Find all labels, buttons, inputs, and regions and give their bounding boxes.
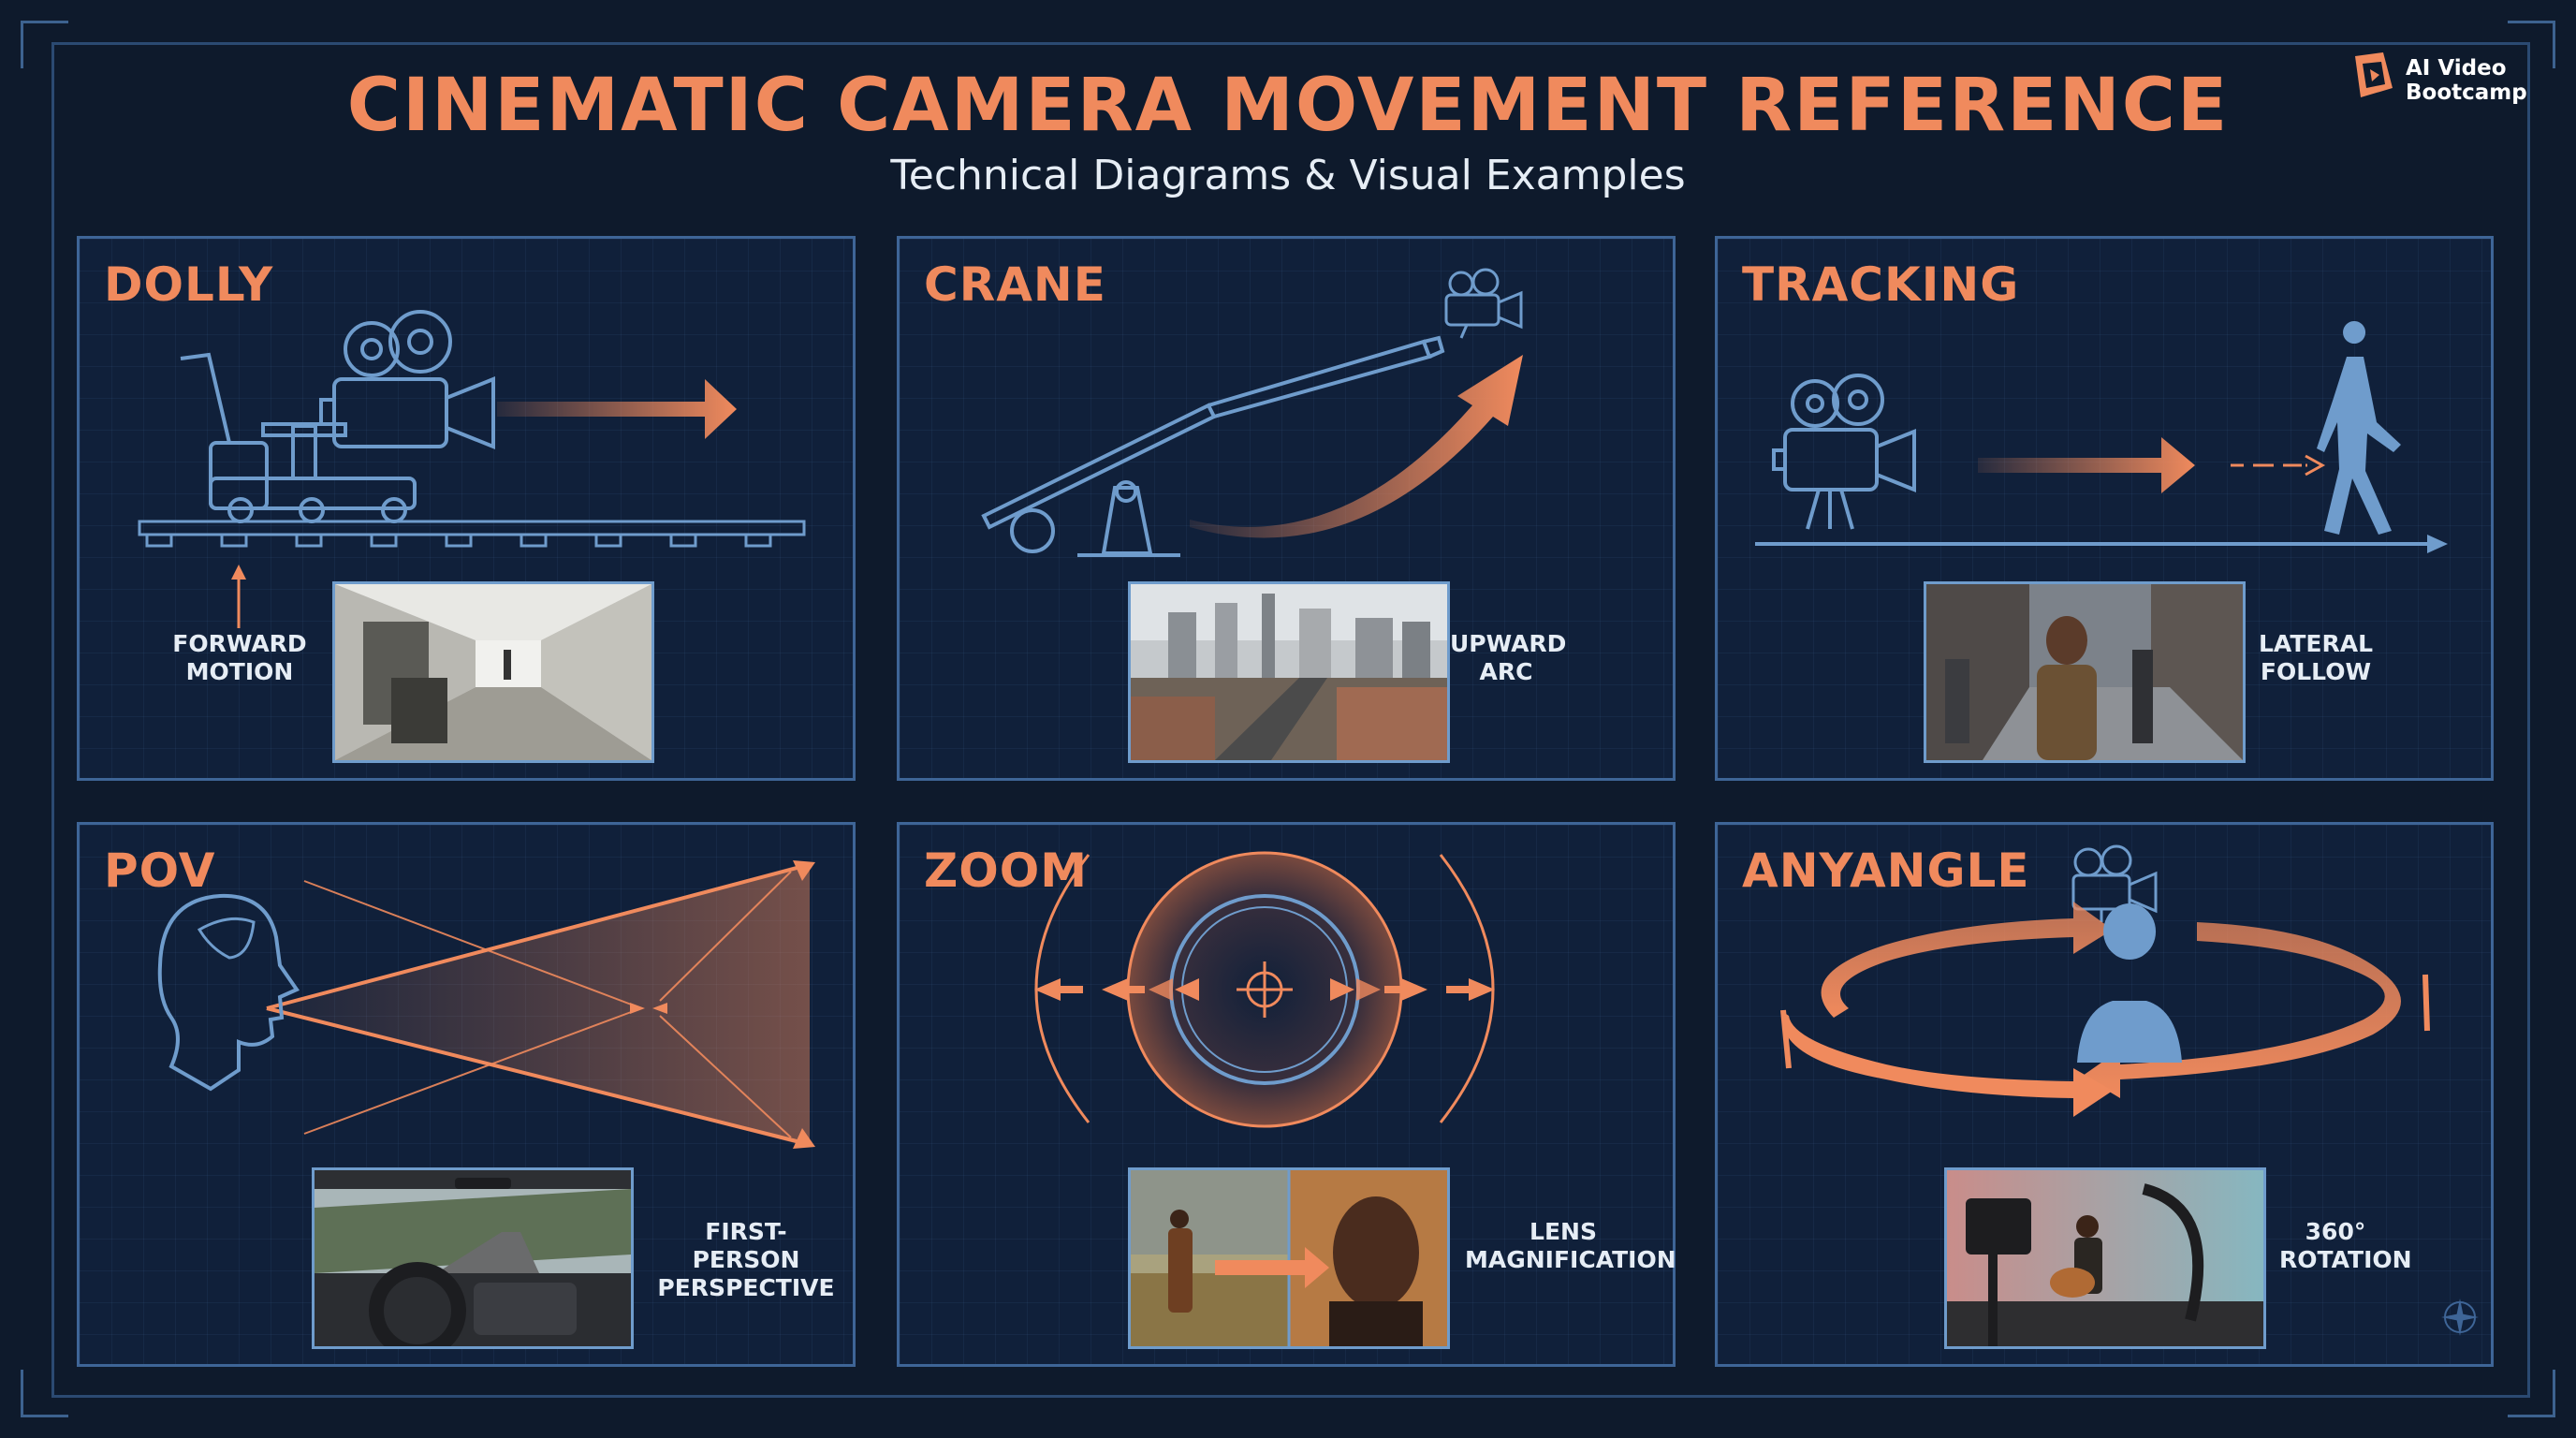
corner-mark: [21, 1370, 68, 1417]
camera-icon: [319, 310, 495, 449]
zoom-diagram: [1034, 851, 1495, 1128]
forward-arrow: [497, 379, 737, 439]
caption-pov: FIRST-PERSON PERSPECTIVE: [657, 1218, 835, 1301]
brand-line-1: AI Video: [2406, 56, 2507, 81]
brand-line-2: Bootcamp: [2406, 81, 2527, 105]
tracking-diagram: [1755, 321, 2448, 553]
pov-diagram: [157, 860, 815, 1149]
corner-mark: [2508, 1370, 2555, 1417]
panel-dolly: FORWARD MOTION DOLLY: [77, 236, 856, 781]
walking-person-icon: [2317, 321, 2401, 535]
lateral-arrow: [1978, 437, 2195, 493]
panel-title-tracking: TRACKING: [1742, 257, 2020, 312]
panel-title-anyangle: ANYANGLE: [1742, 844, 2030, 898]
photo-tracking-street: [1924, 581, 2246, 763]
dolly-diagram: [138, 310, 806, 628]
brand-logo: AI Video Bootcamp: [2349, 51, 2537, 116]
caption-dolly: FORWARD MOTION: [172, 630, 307, 685]
panel-title-dolly: DOLLY: [104, 257, 274, 312]
page-subtitle: Technical Diagrams & Visual Examples: [890, 152, 1686, 199]
play-badge-icon: [2355, 52, 2393, 97]
page-title: CINEMATIC CAMERA MOVEMENT REFERENCE: [346, 64, 2230, 148]
crane-diagram: [981, 268, 1523, 557]
rotation-ring: [1821, 902, 2113, 1018]
panel-title-pov: POV: [104, 844, 216, 898]
compass-rose-icon: [2441, 1299, 2479, 1336]
photo-anyangle-guitarist: [1944, 1167, 2266, 1349]
panel-zoom: LENS MAGNIFICATION ZOOM: [897, 822, 1676, 1367]
photo-zoom-comparison: [1128, 1167, 1450, 1349]
person-silhouette-icon: [2077, 903, 2182, 1063]
panel-title-crane: CRANE: [924, 257, 1106, 312]
panel-title-zoom: ZOOM: [924, 844, 1089, 898]
panel-anyangle: 360° ROTATION ANYANGLE: [1715, 822, 2494, 1367]
upward-arc-arrow: [1190, 355, 1523, 538]
camera-icon: [1444, 268, 1523, 339]
caption-crane: UPWARD ARC: [1450, 630, 1567, 685]
caption-zoom: LENS MAGNIFICATION: [1465, 1218, 1676, 1273]
corner-mark: [2508, 21, 2555, 68]
crosshair-icon: [1237, 961, 1293, 1018]
panel-pov: FIRST-PERSON PERSPECTIVE POV: [77, 822, 856, 1367]
panel-crane: UPWARD ARC CRANE: [897, 236, 1676, 781]
head-profile-icon: [157, 893, 300, 1092]
photo-crane-city: [1128, 581, 1450, 763]
caption-tracking: LATERAL FOLLOW: [2259, 630, 2373, 685]
camera-icon: [1772, 374, 1916, 530]
corner-mark: [21, 21, 68, 68]
camera-icon: [2071, 844, 2158, 922]
caption-anyangle: 360° ROTATION: [2279, 1218, 2412, 1273]
outer-frame: [51, 42, 2530, 1398]
photo-pov-driving: [312, 1167, 634, 1349]
anyangle-diagram: [1780, 844, 2430, 1117]
photo-dolly-hallway: [332, 581, 654, 763]
panel-tracking: LATERAL FOLLOW TRACKING: [1715, 236, 2494, 781]
